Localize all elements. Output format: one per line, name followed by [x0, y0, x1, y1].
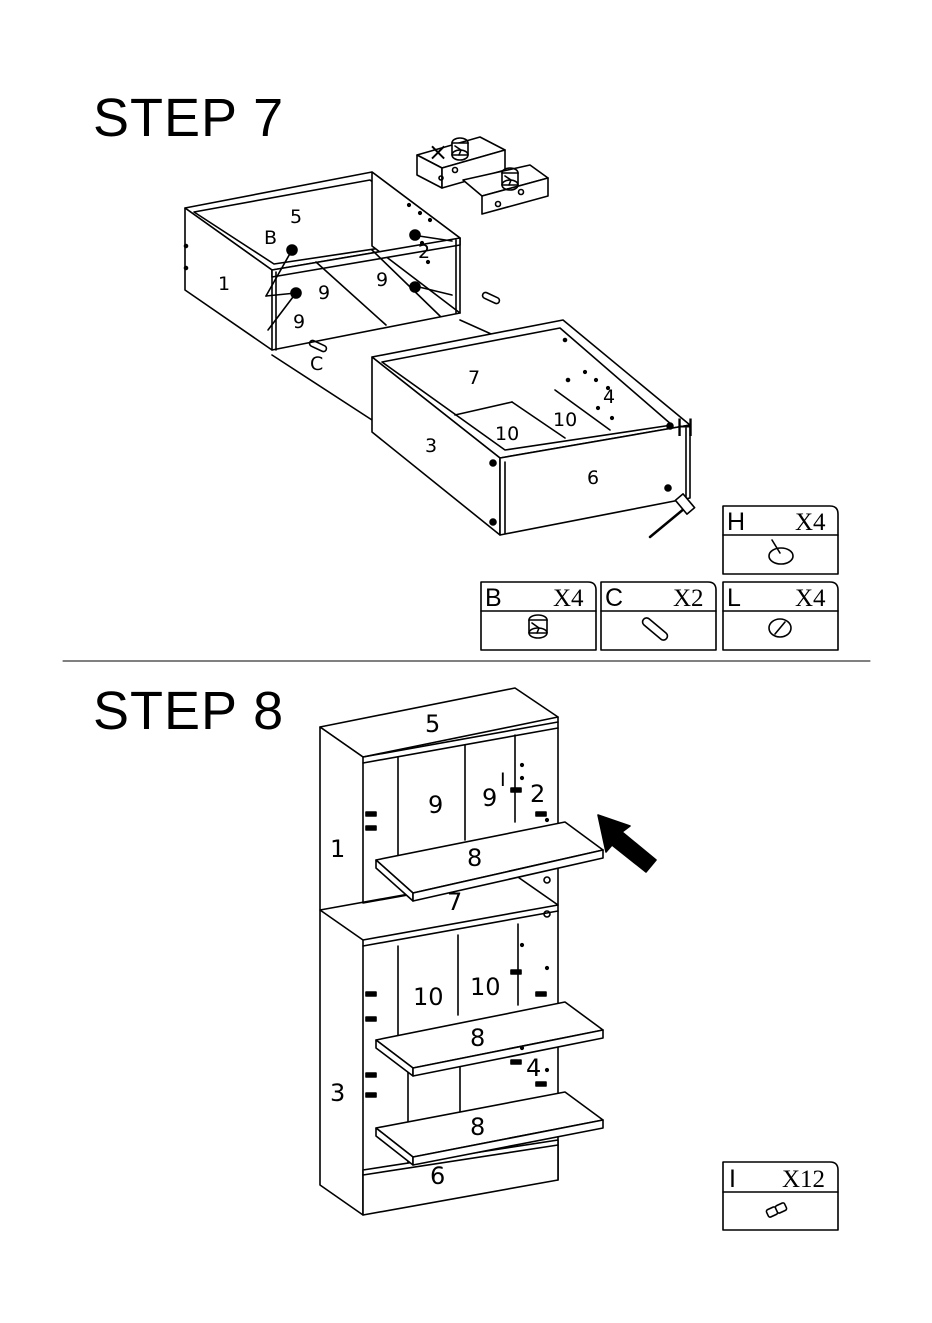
step7-hardware-h: H X4 [723, 506, 838, 574]
label-part-6: 6 [587, 467, 599, 489]
hardware-i-qty: X12 [782, 1166, 825, 1193]
label-part-c: C [310, 353, 323, 375]
step7-cam-detail: × [417, 137, 548, 214]
step8-bookcase [320, 688, 656, 1215]
step7-hardware-b: B X4 [481, 582, 596, 650]
label-part-9-right: 9 [376, 269, 388, 291]
insert-arrow-icon [598, 815, 656, 872]
label-part-4: 4 [603, 386, 615, 408]
step7-hardware-l: L X4 [723, 582, 838, 650]
label-part-h: H [676, 414, 694, 442]
hardware-i-letter: I [729, 1165, 736, 1193]
label-part-9-low: 9 [293, 311, 305, 333]
cross-mark: × [428, 138, 448, 166]
label-part-10-left: 10 [413, 983, 444, 1011]
label-part-2: 2 [530, 780, 545, 808]
label-part-8-top: 8 [467, 844, 482, 872]
step8-title: STEP 8 [93, 684, 284, 738]
label-part-5: 5 [425, 710, 440, 738]
hardware-c-letter: C [605, 584, 623, 612]
hardware-h-letter: H [727, 508, 745, 536]
hardware-c-qty: X2 [673, 585, 704, 612]
label-part-7: 7 [468, 367, 480, 389]
hardware-b-qty: X4 [553, 585, 584, 612]
hardware-l-qty: X4 [795, 585, 826, 612]
label-part-9-left: 9 [428, 791, 443, 819]
label-part-10-left: 10 [495, 423, 519, 445]
label-part-7: 7 [447, 888, 462, 916]
label-part-5: 5 [290, 206, 302, 228]
label-part-b: B [264, 227, 277, 249]
label-part-10-right: 10 [470, 973, 501, 1001]
label-part-6: 6 [430, 1162, 445, 1190]
label-part-9-left: 9 [318, 282, 330, 304]
hardware-b-letter: B [485, 584, 502, 612]
cap-cover-icon [769, 619, 791, 637]
label-part-10-right: 10 [553, 409, 577, 431]
step7-lower-carcass [372, 320, 695, 537]
label-part-1: 1 [218, 273, 230, 295]
step8-hardware-i: I X12 [723, 1162, 838, 1230]
label-part-4: 4 [526, 1054, 541, 1082]
label-part-9-right: 9 [482, 784, 497, 812]
label-part-8-mid: 8 [470, 1024, 485, 1052]
label-part-2: 2 [418, 241, 430, 263]
label-part-3: 3 [330, 1079, 345, 1107]
label-part-8-bottom: 8 [470, 1113, 485, 1141]
label-part-1: 1 [330, 835, 345, 863]
step7-hardware-c: C X2 [601, 582, 716, 650]
hardware-l-letter: L [727, 584, 741, 612]
label-part-i: I [500, 769, 506, 791]
label-part-3: 3 [425, 435, 437, 457]
hardware-h-qty: X4 [795, 509, 826, 536]
step7-title: STEP 7 [93, 91, 284, 145]
